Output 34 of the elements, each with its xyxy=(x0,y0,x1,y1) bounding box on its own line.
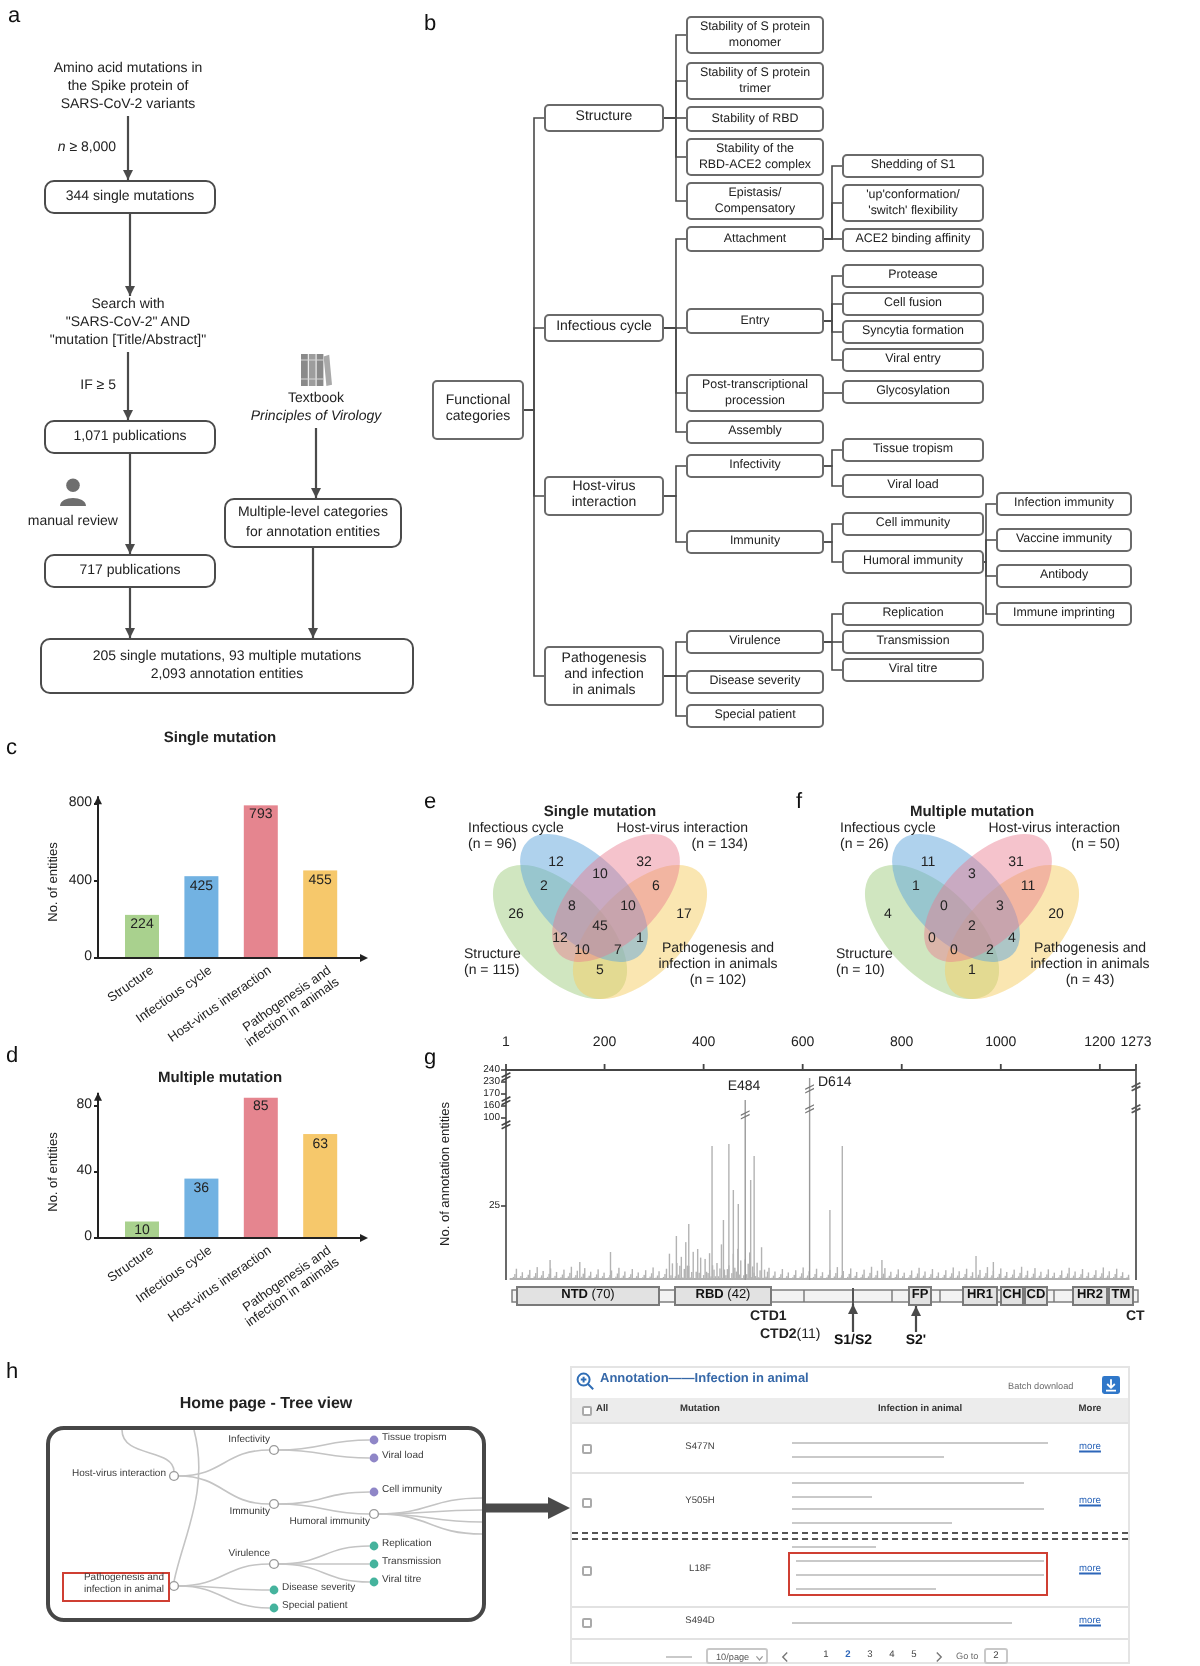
arrow xyxy=(125,588,135,638)
table-screenshot xyxy=(570,1366,1130,1664)
tree-connector xyxy=(823,641,843,671)
tree-connector xyxy=(823,320,843,361)
arrow xyxy=(123,116,133,180)
arrow xyxy=(311,428,321,498)
panel-letter: a xyxy=(8,4,21,28)
tree-connector xyxy=(983,561,997,615)
tree-connector xyxy=(823,465,843,487)
arrow xyxy=(125,454,135,554)
arrow xyxy=(123,352,133,420)
panel-letter: g xyxy=(424,1046,437,1070)
panel-letter: b xyxy=(424,12,437,36)
tree-connector xyxy=(823,541,843,563)
panel-letter: h xyxy=(6,1360,19,1384)
tree-connector xyxy=(823,392,843,394)
tree-connector xyxy=(663,675,687,717)
tree-connector xyxy=(663,117,687,202)
arrow xyxy=(848,1304,858,1332)
panel-letter: e xyxy=(424,790,437,814)
panel-letter: d xyxy=(6,1044,19,1068)
arrow xyxy=(486,1497,570,1519)
tree-connector xyxy=(663,495,687,543)
panel-letter: c xyxy=(6,736,17,760)
arrow xyxy=(125,214,135,296)
panel-letter: f xyxy=(796,790,803,814)
cleavage-site-mark xyxy=(851,1288,855,1304)
arrow xyxy=(911,1306,921,1332)
tree-connector xyxy=(523,409,545,677)
screenshot-title: Home page - Tree view xyxy=(179,1394,353,1414)
tree-connector xyxy=(663,327,687,433)
tree-connector xyxy=(823,238,843,240)
arrow xyxy=(308,548,318,638)
tree-connector xyxy=(983,539,997,563)
